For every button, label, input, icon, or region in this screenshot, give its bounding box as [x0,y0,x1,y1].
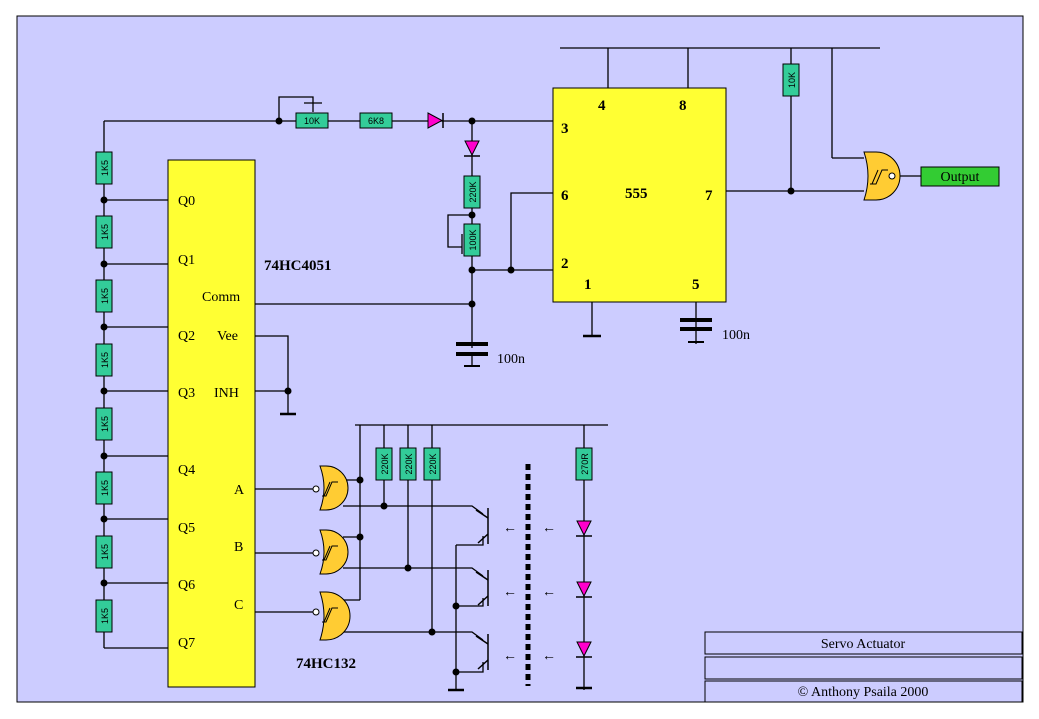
led-icon [576,581,592,598]
mux-pin-q7: Q7 [178,636,195,651]
mux-pin-q2: Q2 [178,329,195,344]
r-led-label: 270R [580,453,590,475]
resistor-icon: 1K5 [95,535,113,569]
timer-pin-6: 6 [561,188,569,204]
mux-part-label: 74HC4051 [264,258,332,274]
junction-dots [100,117,795,676]
output-terminal: Output [920,166,1000,187]
c-control-label: 100n [722,328,750,343]
capacitor-icon [456,342,488,367]
mux-pin-q5: Q5 [178,521,195,536]
resistor-icon: 220K [463,175,481,209]
timer-pin-5: 5 [692,277,700,293]
nand-gate-icon [312,591,351,641]
nand-gate-icon [863,151,901,201]
mux-pin-q0: Q0 [178,194,195,209]
ladder-r5-label: 1K5 [100,480,110,496]
mux-pin-c: C [234,598,243,613]
r-pot-label: 10K [304,116,320,126]
resistor-icon: 1K5 [95,343,113,377]
resistor-icon: 6K8 [359,112,393,129]
mux-pin-q4: Q4 [178,463,195,478]
sensor-pullup-2-label: 220K [404,453,414,474]
resistor-icon: 1K5 [95,599,113,633]
resistor-icon: 1K5 [95,279,113,313]
ladder-r0-label: 1K5 [100,160,110,176]
timer-pin-4: 4 [598,98,606,114]
sensor-pullup-3-label: 220K [428,453,438,474]
output-label: Output [941,170,980,185]
ladder-resistors: 1K5 1K5 1K5 1K5 1K5 1K5 1K5 1K5 [95,151,113,633]
resistor-icon: 220K [423,447,441,481]
mux-pin-comm: Comm [202,290,240,305]
r-series-label: 6K8 [368,116,384,126]
r-lower-label: 100K [468,229,478,250]
title-block: Servo Actuator © Anthony Psaila 2000 [704,631,1023,703]
beam-arrow: ← [503,585,517,600]
r-upper-label: 220K [468,181,478,202]
mux-pin-inh: INH [214,386,239,401]
resistor-icon: 100K [463,223,481,257]
light-arrows: ← ← ← ← ← ← [503,521,556,664]
resistor-icon: 10K [295,112,329,129]
mux-pin-q1: Q1 [178,253,195,268]
r-pullup-label: 10K [787,72,797,88]
timer-pin-8: 8 [679,98,687,114]
nand-gate-icon [312,529,349,575]
title-block-title: Servo Actuator [821,637,906,652]
phototransistor-icon [475,508,489,544]
ladder-r6-label: 1K5 [100,544,110,560]
title-block-copyright: © Anthony Psaila 2000 [798,685,929,700]
resistor-icon: 1K5 [95,407,113,441]
mux-pin-q6: Q6 [178,578,195,593]
resistor-icon: 270R [575,447,593,481]
resistor-icon: 1K5 [95,215,113,249]
mux-pin-vee: Vee [217,329,238,344]
diode-icon [464,140,480,157]
resistor-icon: 1K5 [95,151,113,185]
mux-pin-a: A [234,483,245,498]
gates-part-label: 74HC132 [296,656,356,672]
phototransistor-icon [475,570,489,606]
ladder-r7-label: 1K5 [100,608,110,624]
ladder-r4-label: 1K5 [100,416,110,432]
resistor-icon: 10K [782,63,800,97]
sensor-pullup-1-label: 220K [380,453,390,474]
resistor-icon: 220K [399,447,417,481]
beam-arrow: ← [503,521,517,536]
beam-arrow: ← [542,649,556,664]
led-icon [576,641,592,658]
beam-arrow: ← [503,649,517,664]
beam-arrow: ← [542,585,556,600]
capacitor-icon [680,318,712,343]
timer-pin-2: 2 [561,256,569,272]
ladder-r1-label: 1K5 [100,224,110,240]
diode-icon [427,112,444,129]
timer-pin-7: 7 [705,188,713,204]
ladder-r3-label: 1K5 [100,352,110,368]
resistor-icon: 220K [375,447,393,481]
resistor-icon: 1K5 [95,471,113,505]
timer-pin-3: 3 [561,121,569,137]
timer-chip: 4 8 3 6 7 2 1 5 555 [552,87,727,303]
ladder-r2-label: 1K5 [100,288,110,304]
led-icon [576,520,592,537]
timer-pin-1: 1 [584,277,592,293]
nand-gate-icon [312,465,349,511]
c-timing-label: 100n [497,352,525,367]
beam-arrow: ← [542,521,556,536]
mux-pin-b: B [234,540,243,555]
phototransistor-icon [475,634,489,670]
mux-pin-q3: Q3 [178,386,195,401]
timer-part-label: 555 [625,186,648,202]
mux-chip: Q0 Q1 Q2 Q3 Q4 Q5 Q6 Q7 Comm Vee INH A B… [167,159,256,688]
